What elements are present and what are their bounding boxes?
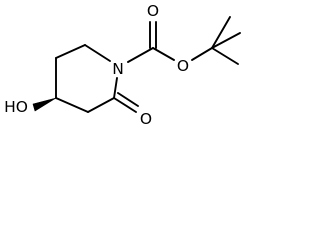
hydroxyl-group-label: HO <box>4 98 28 116</box>
nitrogen-atom-label: N <box>112 60 124 78</box>
piperidine-ring <box>55 44 118 113</box>
bond-c2-n1 <box>113 77 118 99</box>
bond-tert-c-methyl-right <box>211 32 241 49</box>
bond-c2-o-double-a <box>113 97 137 113</box>
bond-n1-carbamate-c <box>127 47 154 63</box>
bond-c2-o-double-b <box>117 92 139 107</box>
bond-ether-o-tert-c <box>191 47 213 61</box>
bond-carbamate-c-ether-o <box>152 47 175 61</box>
bond-tert-c-methyl-bottom <box>211 47 239 65</box>
ring-carbonyl-oxygen-label: O <box>140 110 152 128</box>
bond-tert-c-methyl-top <box>211 16 231 49</box>
bond-c4-c3 <box>55 97 89 113</box>
bond-n1-c6 <box>84 44 111 62</box>
bond-c6-c5 <box>55 44 86 59</box>
boc-group <box>127 16 241 65</box>
carbamate-ether-oxygen-label: O <box>177 57 189 75</box>
chemical-structure-diagram: N O O O HO <box>4 2 241 128</box>
lactam-carbonyl <box>113 92 139 113</box>
carbamate-carbonyl-oxygen-label: O <box>147 2 159 20</box>
bond-c3-c2 <box>87 97 115 113</box>
stereo-wedge-bond <box>32 97 57 112</box>
